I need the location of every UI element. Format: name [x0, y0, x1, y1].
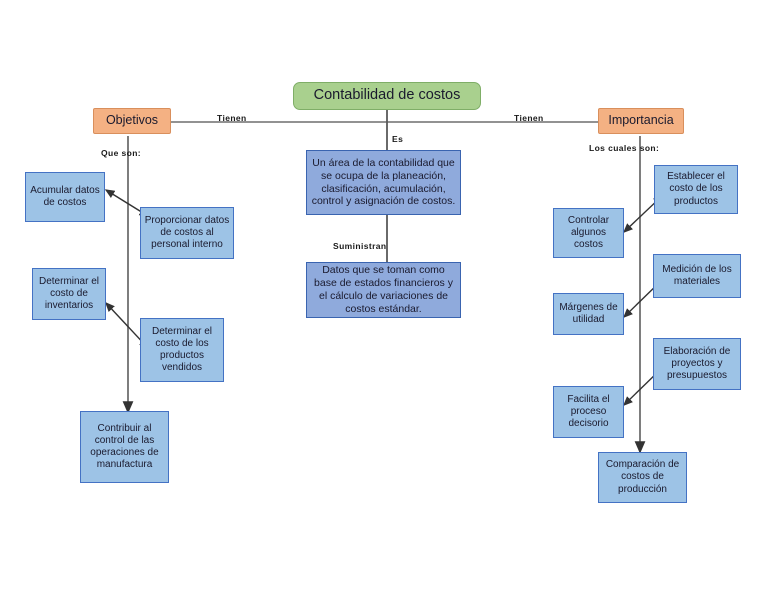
node-center-datos-label: Datos que se toman como base de estados … [314, 264, 453, 315]
edge-label-tienen-right: Tienen [514, 113, 544, 123]
node-leaf-label: Contribuir al control de las operaciones… [90, 422, 159, 471]
node-leaf-determinar-costo-inventarios[interactable]: Determinar el costo de inventarios [32, 268, 106, 320]
node-leaf-label: Establecer el costo de los productos [667, 171, 725, 207]
node-leaf-proporcionar-datos-personal-interno[interactable]: Proporcionar datos de costos al personal… [140, 207, 234, 259]
node-leaf-contribuir-control-operaciones-manufactura[interactable]: Contribuir al control de las operaciones… [80, 411, 169, 483]
node-leaf-comparacion-costos-produccion[interactable]: Comparación de costos de producción [598, 452, 687, 503]
node-leaf-facilita-proceso-decisorio[interactable]: Facilita el proceso decisorio [553, 386, 624, 438]
node-center-definicion[interactable]: Un área de la contabilidad que se ocupa … [306, 150, 461, 215]
node-leaf-label: Determinar el costo de los productos ven… [151, 325, 213, 374]
node-leaf-label: Elaboración de proyectos y presupuestos [663, 345, 731, 382]
node-leaf-determinar-costo-productos-vendidos[interactable]: Determinar el costo de los productos ven… [140, 318, 224, 382]
edge-label-que-son: Que son: [101, 148, 142, 158]
edge-label-suministran: Suministran [333, 241, 387, 251]
node-center-definicion-label: Un área de la contabilidad que se ocupa … [311, 156, 456, 208]
node-leaf-acumular-datos-de-costos[interactable]: Acumular datos de costos [25, 172, 105, 222]
node-leaf-label: Determinar el costo de inventarios [38, 275, 100, 312]
node-leaf-label: Márgenes de utilidad [559, 301, 618, 325]
node-root-contabilidad-de-costos[interactable]: Contabilidad de costos [293, 82, 481, 110]
node-branch-importancia-label: Importancia [608, 113, 674, 128]
edge-label-es: Es [392, 134, 404, 144]
node-branch-importancia[interactable]: Importancia [598, 108, 684, 134]
node-branch-objetivos[interactable]: Objetivos [93, 108, 171, 134]
edge-label-tienen-left: Tienen [217, 113, 247, 123]
node-leaf-label: Comparación de costos de producción [605, 459, 680, 495]
node-leaf-label: Medición de los materiales [662, 263, 732, 287]
node-root-label: Contabilidad de costos [313, 87, 461, 104]
node-leaf-elaboracion-proyectos-presupuestos[interactable]: Elaboración de proyectos y presupuestos [653, 338, 741, 390]
edge-label-los-cuales-son: Los cuales son: [589, 143, 660, 153]
node-leaf-establecer-costo-productos[interactable]: Establecer el costo de los productos [654, 165, 738, 214]
node-leaf-label: Facilita el proceso decisorio [567, 393, 610, 430]
node-branch-objetivos-label: Objetivos [105, 113, 159, 128]
node-leaf-medicion-de-los-materiales[interactable]: Medición de los materiales [653, 254, 741, 298]
node-leaf-controlar-algunos-costos[interactable]: Controlar algunos costos [553, 208, 624, 258]
node-leaf-label: Acumular datos de costos [30, 184, 100, 208]
node-leaf-margenes-de-utilidad[interactable]: Márgenes de utilidad [553, 293, 624, 335]
node-leaf-label: Controlar algunos costos [567, 214, 610, 251]
node-center-datos[interactable]: Datos que se toman como base de estados … [306, 262, 461, 318]
node-leaf-label: Proporcionar datos de costos al personal… [144, 214, 230, 251]
